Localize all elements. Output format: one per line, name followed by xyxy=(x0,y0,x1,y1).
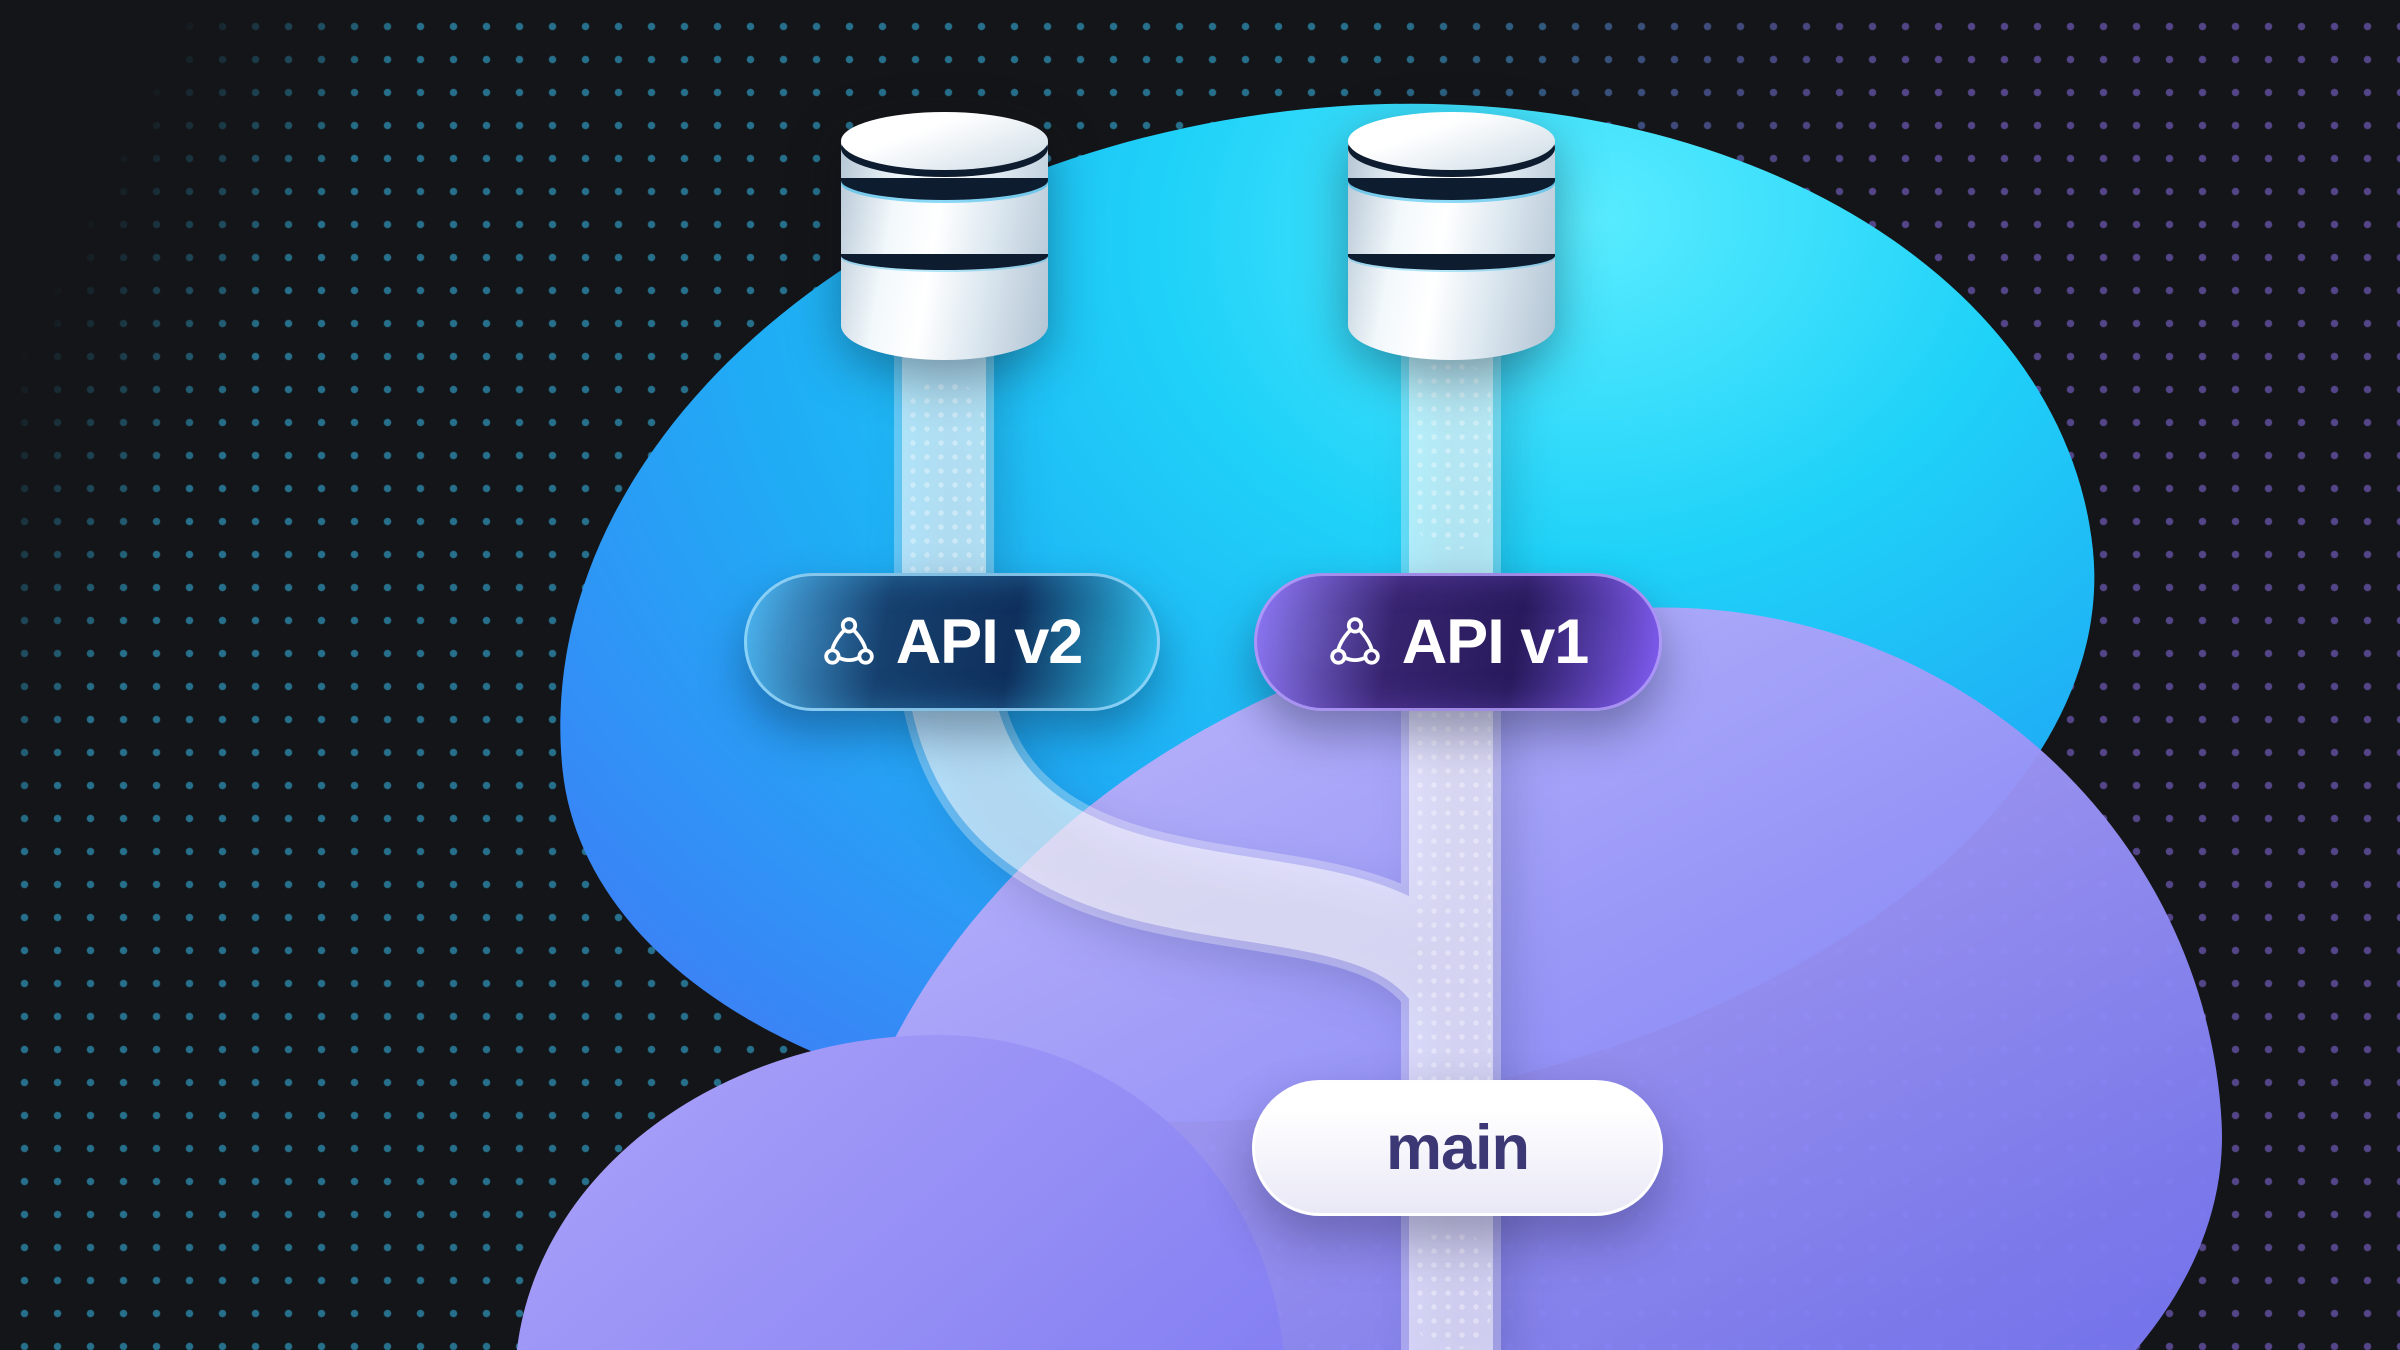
database-stripe xyxy=(841,178,1048,200)
pipe-dither-texture xyxy=(1413,1230,1491,1350)
database-icon-right xyxy=(1348,112,1555,360)
database-cap xyxy=(841,112,1048,170)
database-cap xyxy=(1348,112,1555,170)
pipe-dither-texture xyxy=(906,380,984,600)
pipe-dither-texture xyxy=(1413,680,1491,1110)
database-stripe xyxy=(1348,178,1555,200)
database-stripe xyxy=(841,254,1048,270)
badge-api-v2: API v2 xyxy=(744,573,1160,711)
badge-api-v1: API v1 xyxy=(1254,573,1662,711)
badge-api-v2-label: API v2 xyxy=(895,607,1084,677)
database-stripe xyxy=(1348,254,1555,270)
pipe-dither-texture xyxy=(1413,360,1491,550)
branch-nodes-icon xyxy=(823,617,874,665)
badge-main-label: main xyxy=(1385,1113,1530,1183)
badge-api-v1-label: API v1 xyxy=(1401,607,1590,677)
branch-nodes-icon xyxy=(1329,617,1380,665)
badge-main: main xyxy=(1252,1080,1663,1216)
database-icon-left xyxy=(841,112,1048,360)
